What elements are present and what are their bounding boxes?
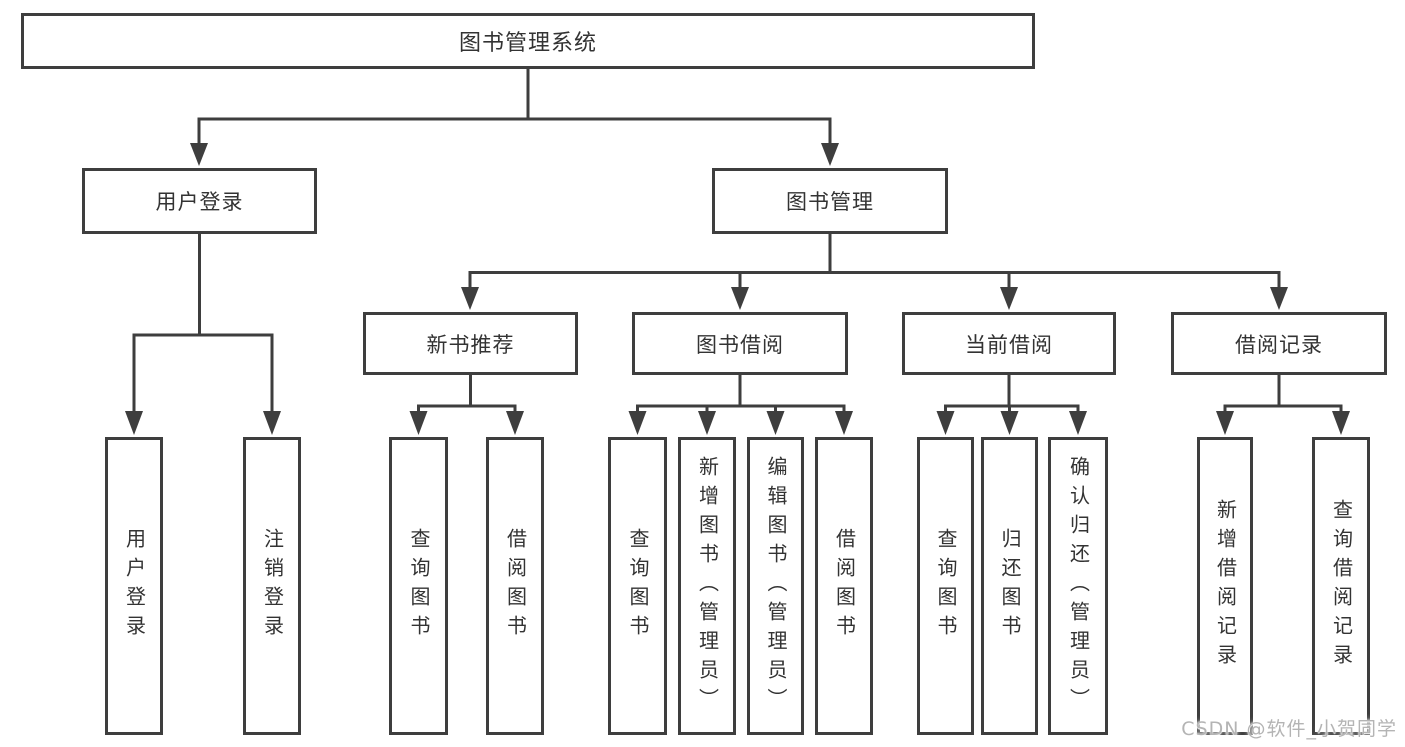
node-leaf-newbook-borrow-books: 借阅图书 [486,437,544,735]
node-current-borrow-label: 当前借阅 [965,332,1053,357]
arrow-to-borrow [731,287,749,310]
arrow-to-login [190,143,208,166]
node-book-management: 图书管理 [712,168,948,234]
arrow-to-records-leaf-2 [1332,411,1350,435]
connector-newbook-group [417,375,517,413]
connector-root [197,69,832,146]
arrow-to-current [1000,287,1018,310]
node-leaf-confirm-return-admin: 确认归还（管理员） [1048,437,1108,735]
node-leaf-return-books-label: 归还图书 [998,528,1022,644]
node-leaf-logout-label: 注销登录 [260,528,285,644]
node-leaf-confirm-return-admin-label: 确认归还（管理员） [1066,455,1091,717]
node-leaf-current-query-books-label: 查询图书 [934,528,958,644]
connector-current-group [944,375,1080,413]
arrow-to-borrow-leaf-3 [766,411,785,435]
node-user-login: 用户登录 [82,168,317,234]
arrow-to-borrow-leaf-2 [698,411,716,435]
node-leaf-query-borrow-record-label: 查询借阅记录 [1329,499,1354,673]
arrow-to-borrow-leaf-1 [628,411,647,435]
arrowheads [125,143,1350,435]
node-leaf-add-book-admin-label: 新增图书（管理员） [695,455,720,717]
node-leaf-user-login: 用户登录 [105,437,163,735]
arrow-to-login-leaf-1 [125,411,143,435]
node-current-borrow: 当前借阅 [902,312,1116,375]
node-leaf-edit-book-admin-label: 编辑图书（管理员） [764,455,788,717]
node-user-login-label: 用户登录 [155,190,244,214]
arrow-to-current-leaf-3 [1069,411,1087,435]
node-borrow-records: 借阅记录 [1171,312,1387,375]
node-library-system-label: 图书管理系统 [458,31,597,56]
node-new-book-recommend-label: 新书推荐 [426,332,515,357]
connector-login-group [132,234,274,413]
node-leaf-logout: 注销登录 [243,437,301,735]
arrow-to-newbook-leaf-1 [409,411,428,435]
node-leaf-borrow-query-books-label: 查询图书 [626,528,650,644]
arrow-to-newbook-leaf-2 [506,411,524,435]
node-leaf-add-borrow-record-label: 新增借阅记录 [1213,499,1238,673]
node-leaf-user-login-label: 用户登录 [122,528,147,644]
arrow-to-borrow-leaf-4 [835,411,853,435]
node-leaf-borrow-books-label: 借阅图书 [832,528,857,644]
node-leaf-add-borrow-record: 新增借阅记录 [1197,437,1253,735]
node-book-management-label: 图书管理 [786,190,874,214]
arrow-to-login-leaf-2 [263,411,281,435]
node-leaf-add-book-admin: 新增图书（管理员） [678,437,736,735]
arrow-to-records-leaf-1 [1216,411,1234,435]
node-leaf-current-query-books: 查询图书 [917,437,974,735]
connector-borrow-group [636,375,846,413]
arrow-to-current-leaf-1 [936,411,955,435]
csdn-watermark: CSDN @软件_小贺同学 [1181,718,1397,740]
node-leaf-edit-book-admin: 编辑图书（管理员） [747,437,804,735]
node-leaf-return-books: 归还图书 [981,437,1038,735]
arrow-to-records [1270,287,1288,310]
node-borrow-records-label: 借阅记录 [1235,332,1323,357]
node-leaf-borrow-books: 借阅图书 [815,437,873,735]
node-leaf-newbook-query-books: 查询图书 [389,437,448,735]
node-leaf-borrow-query-books: 查询图书 [608,437,667,735]
node-library-system: 图书管理系统 [21,13,1035,69]
node-book-borrow: 图书借阅 [632,312,848,375]
arrow-to-current-leaf-2 [1000,411,1019,435]
arrow-to-mgmt [821,143,839,166]
node-new-book-recommend: 新书推荐 [363,312,578,375]
node-book-borrow-label: 图书借阅 [696,332,784,357]
node-leaf-newbook-borrow-books-label: 借阅图书 [503,528,528,644]
arrow-to-newbook [461,287,479,310]
connector-records-group [1223,375,1343,413]
node-leaf-query-borrow-record: 查询借阅记录 [1312,437,1370,735]
node-leaf-newbook-query-books-label: 查询图书 [407,528,431,644]
connector-mgmt-group [468,234,1281,289]
